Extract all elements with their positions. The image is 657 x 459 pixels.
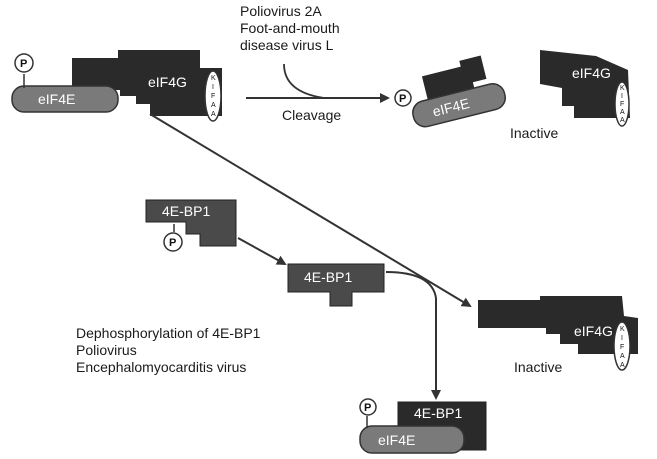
- eif4g-label-top-left: eIF4G: [148, 74, 187, 90]
- eif4e-shape-bottom: [359, 425, 465, 454]
- bp1-shape-dephos: [287, 263, 385, 307]
- bp1-label-phospho: 4E-BP1: [162, 203, 210, 219]
- virus-label-line3: disease virus L: [240, 37, 334, 53]
- svg-text:A: A: [211, 102, 216, 109]
- eif4g-c-fragment-shape: [540, 50, 630, 118]
- phospho-circle-icon-top-right: [394, 89, 412, 107]
- eif4g-shape-top-left: [72, 50, 222, 116]
- svg-text:A: A: [211, 111, 216, 118]
- svg-text:F: F: [620, 344, 624, 351]
- dephos-label-line1: Dephosphorylation of 4E-BP1: [76, 325, 261, 341]
- phospho-circle-icon: [14, 53, 34, 73]
- svg-text:A: A: [620, 353, 625, 360]
- cleaved-eif4e-fragment: eIF4E: [412, 55, 506, 128]
- complex-bp1-eif4e-bottom: 4E-BP1 eIF4E P: [359, 398, 487, 454]
- bp1-label-dephos: 4E-BP1: [304, 269, 352, 285]
- cleaved-eif4g-fragment: eIF4G K I F A A: [540, 50, 630, 127]
- svg-text:I: I: [212, 84, 214, 91]
- kifaa-motif-bottom-right: [613, 321, 631, 371]
- eif4g-label-bottom-right: eIF4G: [574, 323, 613, 339]
- kifaa-text-top-right: K I F A A: [620, 85, 625, 124]
- dephos-label-line2: Poliovirus: [76, 342, 137, 358]
- phospho-circle-icon-bottom: [359, 398, 377, 416]
- eif4g-shape-bottom-right: [478, 296, 638, 354]
- kifaa-motif-top-right: [614, 81, 630, 127]
- dephos-label-line3: Encephalomyocarditis virus: [76, 359, 246, 375]
- svg-text:A: A: [620, 362, 625, 369]
- eif4g-label-top-right: eIF4G: [572, 65, 611, 81]
- kifaa-text-top-left: K I F A A: [211, 75, 216, 118]
- eif4e-label-bottom: eIF4E: [378, 432, 415, 448]
- svg-text:A: A: [620, 109, 625, 116]
- kifaa-motif-top-left: [204, 70, 222, 122]
- phospho-circle-icon-bp1: [163, 232, 183, 252]
- phospho-label-top-right: P: [399, 93, 406, 105]
- bp1-phosphorylated: 4E-BP1 P: [145, 199, 237, 252]
- branch-curve: [385, 271, 437, 299]
- svg-text:K: K: [620, 85, 625, 92]
- inactive-label-top: Inactive: [510, 125, 558, 141]
- eif4e-shape-top-right: [412, 83, 506, 128]
- cleavage-curve: [283, 63, 325, 99]
- svg-text:A: A: [620, 117, 625, 124]
- diagonal-arrow: [149, 113, 472, 308]
- phospho-label-bottom: P: [364, 402, 371, 414]
- eif4g-inactive-bottom: eIF4G K I F A A: [478, 296, 638, 371]
- svg-text:I: I: [621, 335, 623, 342]
- phospho-label: P: [20, 58, 27, 70]
- dephos-arrow: [237, 237, 287, 265]
- bp1-label-bottom: 4E-BP1: [414, 405, 462, 421]
- svg-text:I: I: [621, 93, 623, 100]
- svg-text:K: K: [620, 326, 625, 333]
- phospho-label-bp1: P: [169, 237, 176, 249]
- bp1-shape-phospho: [145, 199, 237, 247]
- eif4e-label-top-left: eIF4E: [38, 91, 75, 107]
- inactive-label-bottom: Inactive: [514, 359, 562, 375]
- complex-eif4e-eif4g-top-left: eIF4G eIF4E P K I F A A: [11, 50, 222, 122]
- svg-text:K: K: [211, 75, 216, 82]
- virus-label-line1: Poliovirus 2A: [240, 3, 322, 19]
- kifaa-text-bottom-right: K I F A A: [620, 326, 625, 369]
- svg-text:F: F: [211, 93, 215, 100]
- virus-label-line2: Foot-and-mouth: [240, 20, 340, 36]
- cleavage-label: Cleavage: [282, 107, 341, 123]
- svg-text:F: F: [620, 101, 624, 108]
- eif4e-shape-top-left: [11, 85, 119, 113]
- bp1-dephosphorylated: 4E-BP1: [287, 263, 385, 307]
